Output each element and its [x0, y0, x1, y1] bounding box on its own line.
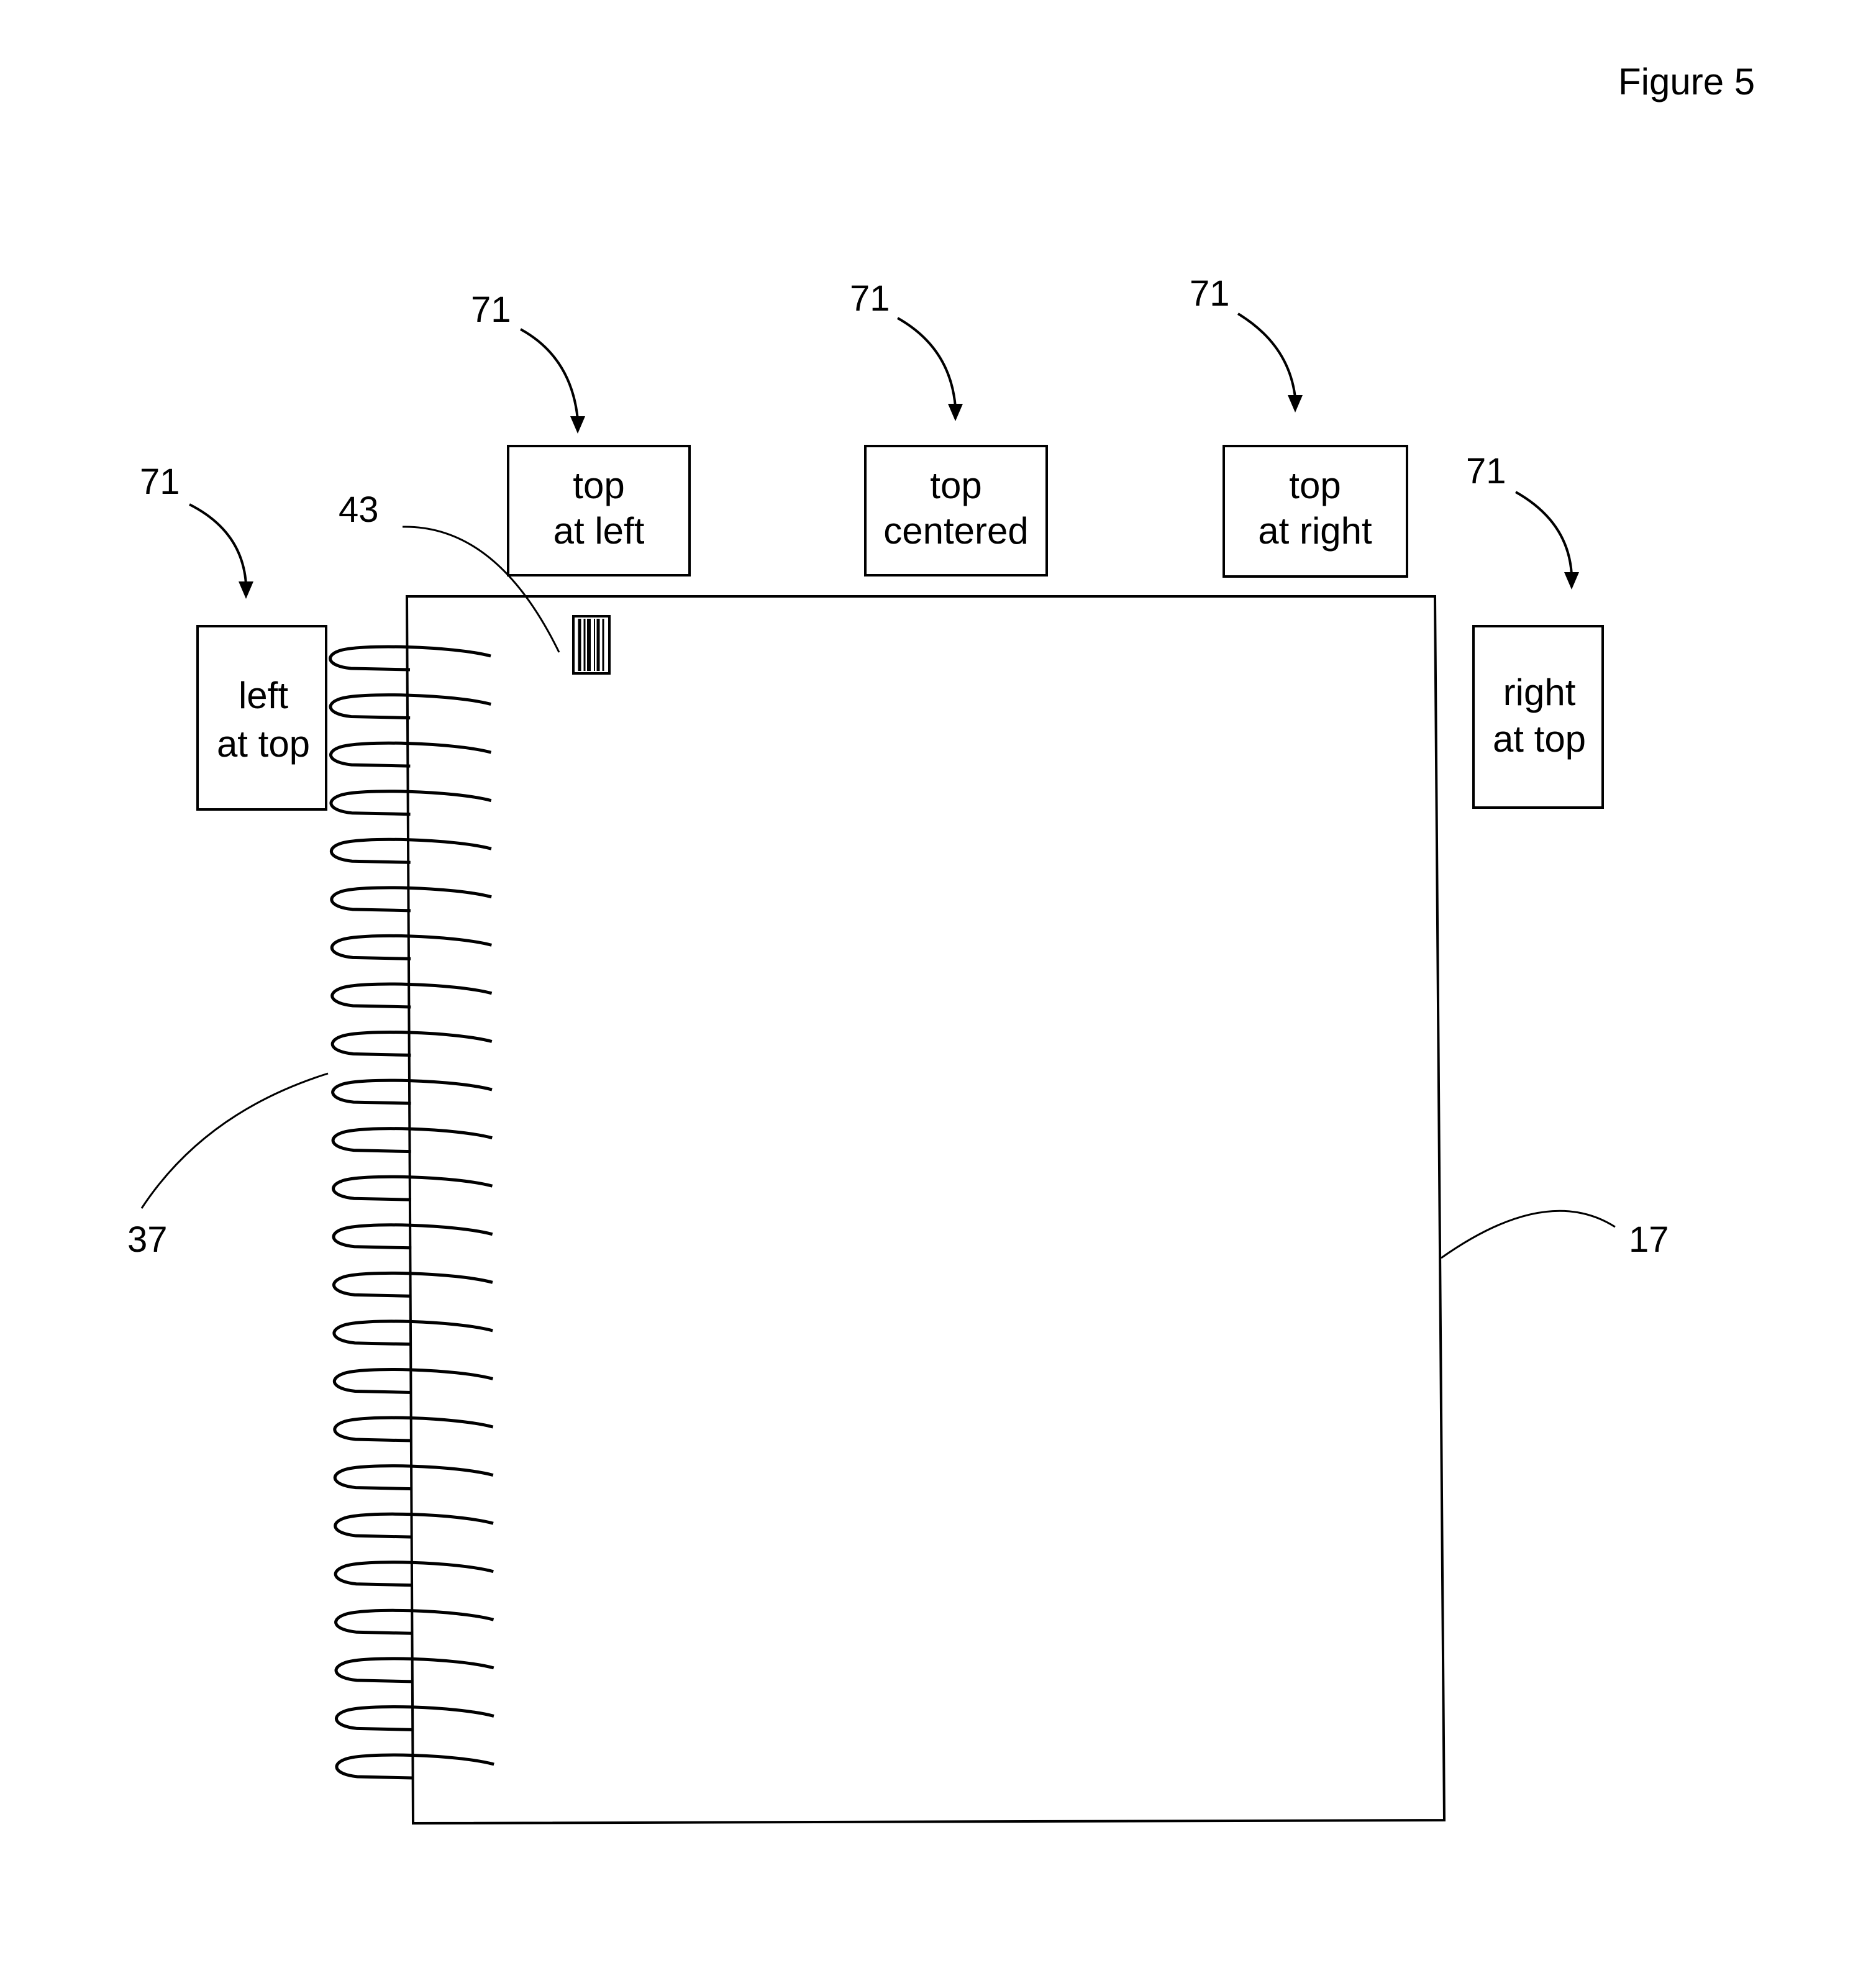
tag-box-line-2: at top	[217, 723, 310, 765]
callout-17: 17	[1441, 1210, 1669, 1260]
tag-box-top-at-left: top at left	[507, 445, 691, 576]
tag-box-line-1: top	[573, 465, 624, 506]
binding-coil	[333, 1416, 494, 1442]
callout-71-left: 71	[140, 462, 253, 599]
binding-coil	[334, 1657, 494, 1684]
tag-box-line-2: at left	[553, 510, 645, 552]
callout-43: 43	[339, 490, 560, 653]
callout-71-top-right: 71	[1190, 273, 1303, 412]
reference-numeral-37: 37	[127, 1219, 168, 1260]
binding-coil	[329, 693, 491, 720]
binding-coil	[329, 741, 492, 768]
notepad-page	[405, 595, 1446, 1825]
binding-coil	[335, 1705, 494, 1731]
binding-coil	[330, 982, 493, 1009]
tag-box-line-1: top	[930, 465, 981, 506]
tag-box-top-centered: top centered	[864, 445, 1048, 576]
tag-box-top-at-right: top at right	[1223, 445, 1408, 578]
tag-box-line-1: left	[239, 675, 288, 716]
binding-coil	[333, 1368, 494, 1394]
tag-box-line-2: at top	[1493, 718, 1586, 760]
binding-coil	[334, 1608, 494, 1635]
barcode-tag	[572, 615, 611, 675]
tag-box-line-1: right	[1503, 672, 1576, 713]
tag-box-line-2: centered	[883, 510, 1029, 552]
binding-coil	[329, 645, 491, 672]
binding-coil	[332, 1175, 493, 1201]
binding-coil	[334, 1561, 494, 1587]
binding-coil	[332, 1271, 493, 1298]
reference-numeral-17: 17	[1629, 1219, 1669, 1260]
reference-numeral-71: 71	[471, 289, 511, 330]
tag-box-left-at-top: left at top	[196, 625, 327, 811]
reference-numeral-71: 71	[850, 278, 890, 319]
callout-71-top-center: 71	[850, 278, 963, 421]
callout-71-top-left: 71	[471, 289, 585, 434]
binding-coil	[331, 1078, 493, 1105]
binding-coil	[332, 1223, 493, 1250]
binding-coil	[330, 886, 492, 913]
binding-coil	[335, 1753, 494, 1780]
binding-coil	[330, 837, 492, 864]
binding-coil	[334, 1512, 494, 1539]
binding-coil	[330, 1031, 493, 1057]
reference-numeral-43: 43	[339, 490, 379, 530]
figure-title: Figure 5	[1618, 61, 1755, 103]
binding-coil	[329, 790, 492, 816]
tag-box-line-1: top	[1289, 465, 1341, 506]
reference-numeral-71: 71	[1190, 273, 1230, 314]
tag-box-line-2: at right	[1258, 510, 1372, 552]
reference-numeral-71: 71	[140, 462, 180, 502]
binding-coil	[331, 1127, 493, 1154]
binding-coil	[332, 1319, 493, 1346]
binding-coil	[333, 1464, 494, 1491]
reference-numeral-71: 71	[1466, 451, 1506, 491]
spiral-binding	[329, 645, 494, 1780]
binding-coil	[330, 934, 492, 960]
callout-71-right: 71	[1466, 451, 1579, 590]
tag-box-right-at-top: right at top	[1472, 625, 1604, 809]
callout-37: 37	[127, 1072, 329, 1260]
